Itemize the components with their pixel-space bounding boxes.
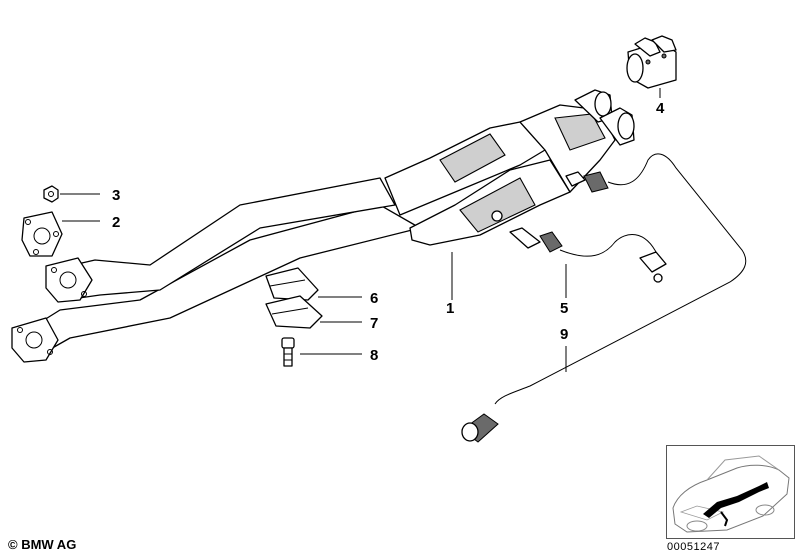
callout-6: 6 [370,290,378,307]
pipe-clamp[interactable] [626,35,677,89]
callout-3: 3 [112,187,120,204]
flange-gasket[interactable] [21,211,63,257]
callout-8: 8 [370,347,378,364]
oxygen-sensor-long-lead[interactable] [461,153,747,443]
bracket-lower[interactable] [265,295,323,329]
leader-lines [60,88,661,372]
car-outline-icon [672,455,790,533]
callout-9: 9 [560,326,568,343]
hex-nut[interactable] [43,185,59,203]
front-pipe-catalytic-converter[interactable] [11,89,635,363]
callout-4: 4 [656,100,665,117]
oxygen-sensor-lower[interactable] [509,227,667,283]
callout-1: 1 [446,300,454,317]
vehicle-location-thumbnail [666,445,795,539]
callout-2: 2 [112,214,120,231]
callout-7: 7 [370,315,378,332]
hex-bolt[interactable] [281,337,295,367]
copyright-notice: © BMW AG [8,537,77,552]
document-number: 00051247 [667,541,720,553]
callout-5: 5 [560,300,568,317]
bracket-upper[interactable] [265,267,319,301]
